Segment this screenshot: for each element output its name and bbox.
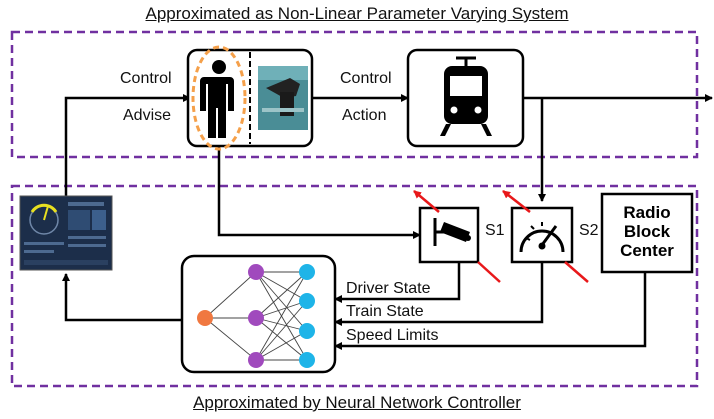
nn-hidden-node [248, 352, 264, 368]
rbc-line2: Block [623, 222, 671, 241]
person-icon [200, 60, 234, 138]
control-out-label: Control [340, 70, 392, 87]
speed-limits-label: Speed Limits [346, 327, 439, 344]
train-state-label: Train State [346, 303, 424, 320]
top-region-title: Approximated as Non-Linear Parameter Var… [145, 4, 569, 23]
nn-input-node [299, 264, 315, 280]
nn-output-line [62, 273, 182, 322]
human-highlight [191, 45, 247, 151]
nlpv-region [10, 30, 699, 159]
rbc-block [600, 192, 694, 274]
cab-display-icon [19, 195, 113, 271]
nn-edges [204, 271, 308, 361]
rbc-label: Radio Block Center [602, 203, 692, 260]
action-label: Action [342, 107, 387, 124]
control-in-label: Control [120, 70, 172, 87]
sensor1-label: S1 [485, 222, 505, 239]
driver-state-line [334, 262, 461, 303]
sensor1-ray-out [413, 190, 440, 213]
bottom-region-title: Approximated by Neural Network Controlle… [193, 393, 521, 412]
speedometer-icon [519, 222, 565, 253]
nn-hidden-node [248, 264, 264, 280]
lever-photo-icon [258, 66, 308, 130]
nn-output-node [197, 310, 213, 326]
advise-line [64, 94, 191, 196]
nn-input-node [299, 352, 315, 368]
nn-input-node [299, 293, 315, 309]
nn-region [10, 184, 699, 388]
tram-icon [440, 56, 492, 136]
driver-state-label: Driver State [346, 280, 431, 297]
rbc-line3: Center [620, 241, 674, 260]
sensor1-ray-in [477, 261, 501, 283]
nn-hidden-node [248, 310, 264, 326]
sensor2-block [510, 206, 574, 264]
camera-icon [433, 218, 471, 246]
sensor2-label: S2 [579, 222, 599, 239]
advise-label: Advise [123, 107, 172, 124]
sensor2-ray-in [564, 261, 589, 283]
train-state-line [334, 262, 544, 326]
driver-observe-line [217, 146, 421, 239]
speed-limits-line [334, 272, 647, 350]
sensor2-ray-out [502, 190, 531, 213]
nn-input-node [299, 323, 315, 339]
rbc-line1: Radio [623, 203, 671, 222]
